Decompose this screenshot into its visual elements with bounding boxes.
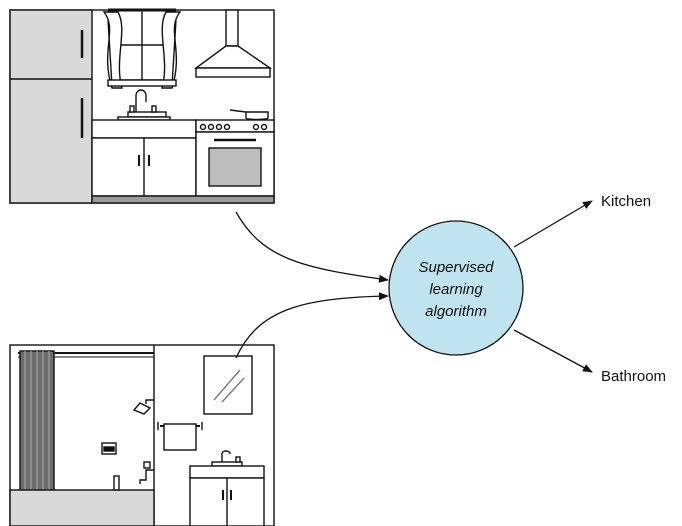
bathroom-output-arrow — [513, 329, 593, 373]
soap-dish-icon — [101, 442, 117, 455]
kitchen-image — [9, 8, 275, 204]
tub-faucet-icon — [113, 461, 154, 491]
vanity-cabinet-icon — [189, 465, 265, 526]
bathtub-icon — [9, 489, 155, 526]
fridge-icon — [9, 9, 93, 204]
center-label-line-3: algorithm — [425, 303, 487, 320]
towel-bar-icon — [157, 422, 203, 451]
kitchen-label: Kitchen — [601, 193, 651, 210]
window-icon — [102, 8, 182, 89]
bathroom-image — [9, 344, 275, 526]
bathroom-input-arrow — [235, 292, 389, 359]
stove-icon — [195, 109, 275, 197]
kitchen-floor — [91, 195, 275, 204]
sink-cabinet-icon — [91, 119, 197, 197]
range-hood-icon — [193, 9, 273, 78]
center-label-line-2: learning — [429, 281, 483, 298]
kitchen-output-arrow — [513, 200, 593, 248]
algorithm-circle — [388, 220, 524, 356]
supervised-learning-node: Supervised learning algorithm — [388, 220, 524, 356]
center-label-line-1: Supervised — [418, 259, 494, 276]
shower-head-icon — [132, 399, 154, 415]
bathroom-label: Bathroom — [601, 368, 666, 385]
kitchen-input-arrow — [235, 211, 389, 283]
mirror-icon — [203, 355, 253, 415]
